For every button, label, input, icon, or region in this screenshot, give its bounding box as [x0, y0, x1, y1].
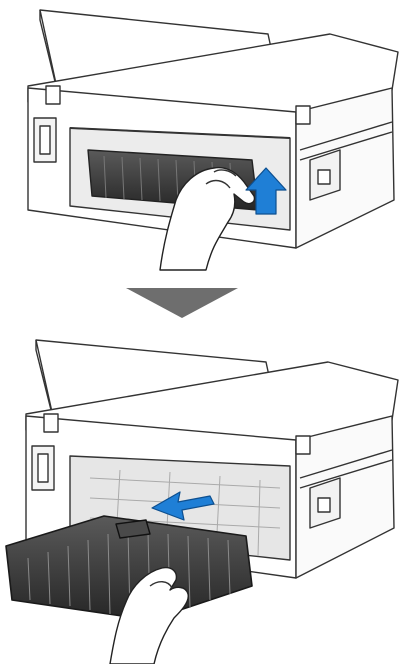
- next-step-arrow: [126, 288, 238, 318]
- left-hinge: [44, 414, 58, 432]
- right-hinge: [296, 436, 310, 454]
- left-hinge: [46, 86, 60, 104]
- right-hinge: [296, 106, 310, 124]
- step-2-illustration: [6, 340, 398, 664]
- step-1-illustration: [28, 10, 398, 270]
